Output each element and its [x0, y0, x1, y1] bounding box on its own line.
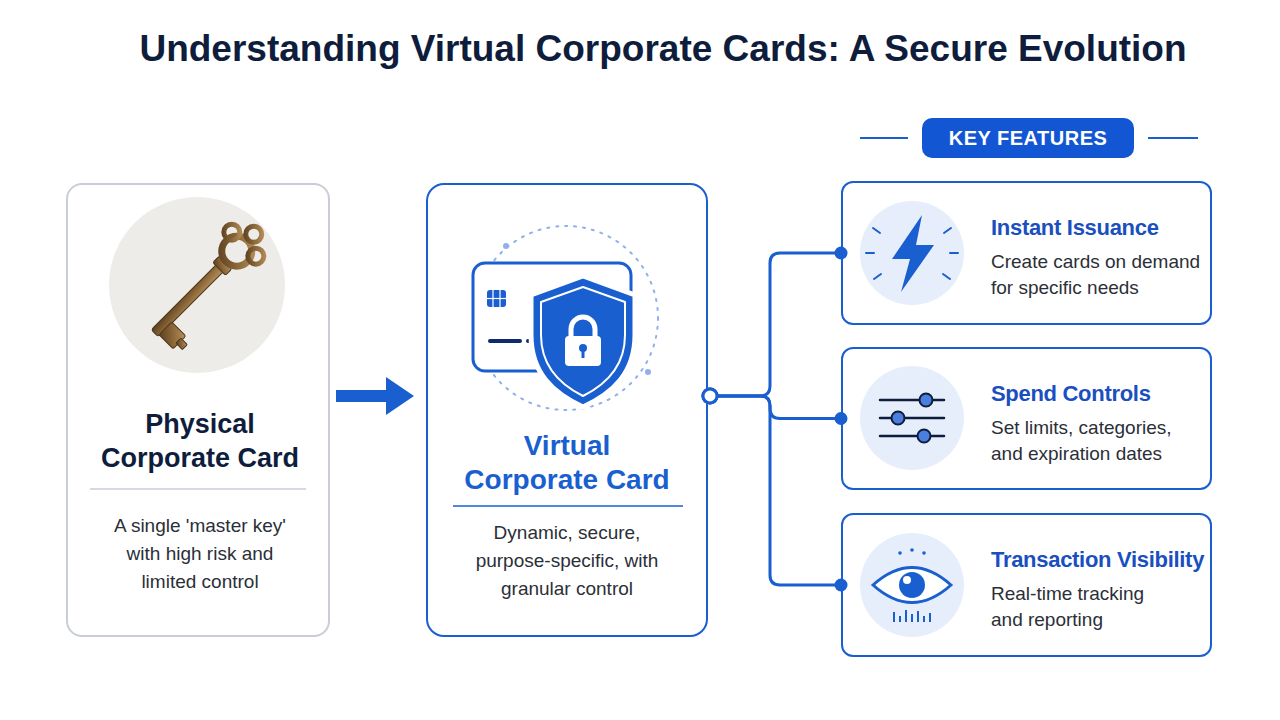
slider-track	[880, 417, 944, 420]
key-bow-loop	[221, 221, 244, 244]
padlock-shackle	[571, 317, 595, 338]
data-bar	[893, 612, 895, 622]
key-tooth	[176, 338, 187, 349]
card-panel: Physical Corporate Card A single 'master …	[66, 183, 330, 637]
feature-title: Transaction Visibility	[991, 545, 1213, 575]
feature-box: Spend ControlsSet limits, categories, an…	[841, 347, 1212, 490]
key-bit	[159, 322, 186, 349]
feature-box: Instant IssuanceCreate cards on demand f…	[841, 181, 1212, 325]
flow-arrow	[336, 377, 414, 415]
orbit-ring	[474, 226, 658, 410]
data-bar	[923, 616, 925, 622]
feature-description: Create cards on demand for specific need…	[991, 249, 1206, 301]
icon-ray	[874, 274, 881, 279]
chip-line	[492, 290, 493, 307]
card-number-dash	[528, 339, 540, 343]
card-panel: Virtual Corporate CardDynamic, secure, p…	[426, 183, 708, 637]
key-bow-loop	[245, 245, 268, 268]
slider-knob	[892, 412, 905, 425]
key-shaft	[151, 263, 225, 337]
data-bar	[899, 616, 901, 622]
connector-line	[708, 396, 841, 585]
connector-dot	[703, 389, 717, 403]
key-collar	[213, 256, 232, 275]
icon-dot	[910, 548, 914, 552]
panel-heading: Physical Corporate Card	[85, 407, 315, 475]
data-bar	[911, 614, 913, 622]
chip-line	[499, 290, 500, 307]
badge-label: KEY FEATURES	[922, 118, 1134, 158]
connector-dot	[703, 389, 717, 403]
icon-circle	[860, 201, 964, 305]
feature-description: Real-time tracking and reporting	[991, 581, 1171, 633]
padlock-keyhole	[579, 344, 587, 352]
panel-description: Dynamic, secure, purpose-specific, with …	[459, 519, 675, 603]
icon-ray	[944, 228, 951, 233]
shield-inner-outline	[541, 287, 625, 396]
data-bar	[905, 610, 907, 622]
data-bar	[917, 611, 919, 622]
icon-ray	[950, 252, 958, 254]
slider-track	[880, 399, 944, 402]
orbit-dot	[645, 369, 651, 375]
orbit-dot	[503, 243, 509, 249]
chip-line	[487, 298, 506, 299]
padlock-body	[565, 336, 601, 366]
diagram-title: Understanding Virtual Corporate Cards: A…	[77, 24, 1249, 74]
icon-dot	[898, 551, 902, 555]
key-bow-loop	[242, 223, 265, 246]
arrow-head	[386, 377, 414, 415]
branch-connector	[703, 389, 848, 592]
connector-dot	[703, 389, 717, 403]
section-badge: KEY FEATURES	[922, 118, 1134, 158]
card-chip	[487, 290, 506, 307]
branch-connector	[703, 389, 848, 425]
card-outline	[473, 263, 631, 371]
eye-highlight	[903, 576, 911, 584]
connector-line	[708, 396, 841, 419]
slider-knob	[918, 430, 931, 443]
icon-ray	[873, 228, 880, 233]
icon-circle	[109, 197, 285, 373]
eye-iris	[899, 572, 925, 598]
icon-dot	[922, 551, 926, 555]
connector-line	[708, 253, 841, 396]
feature-description: Set limits, categories, and expiration d…	[991, 415, 1196, 467]
panel-heading: Virtual Corporate Card	[459, 429, 675, 497]
key-bow	[216, 230, 258, 272]
icon-ray	[943, 274, 950, 279]
slider-track	[880, 435, 944, 438]
slider-knob	[920, 394, 933, 407]
divider-line	[453, 505, 683, 507]
data-bar	[929, 613, 931, 622]
lightning-icon	[892, 215, 934, 292]
key-illustration	[137, 211, 281, 355]
feature-title: Spend Controls	[991, 379, 1213, 409]
header-rule	[860, 137, 908, 139]
icon-ray	[866, 252, 874, 254]
icon-circle	[860, 366, 964, 470]
arrow-shaft	[336, 390, 390, 402]
branch-connector	[703, 247, 848, 403]
divider-line	[90, 488, 306, 490]
card-number-dash	[490, 339, 520, 343]
header-rule	[1148, 137, 1198, 139]
feature-title: Instant Issuance	[991, 213, 1213, 243]
padlock-keyhole	[582, 350, 585, 358]
shield-shape	[531, 276, 635, 407]
icon-circle	[860, 533, 964, 637]
eye-outline	[873, 568, 951, 603]
feature-box: Transaction VisibilityReal-time tracking…	[841, 513, 1212, 657]
panel-description: A single 'master key' with high risk and…	[100, 512, 300, 596]
